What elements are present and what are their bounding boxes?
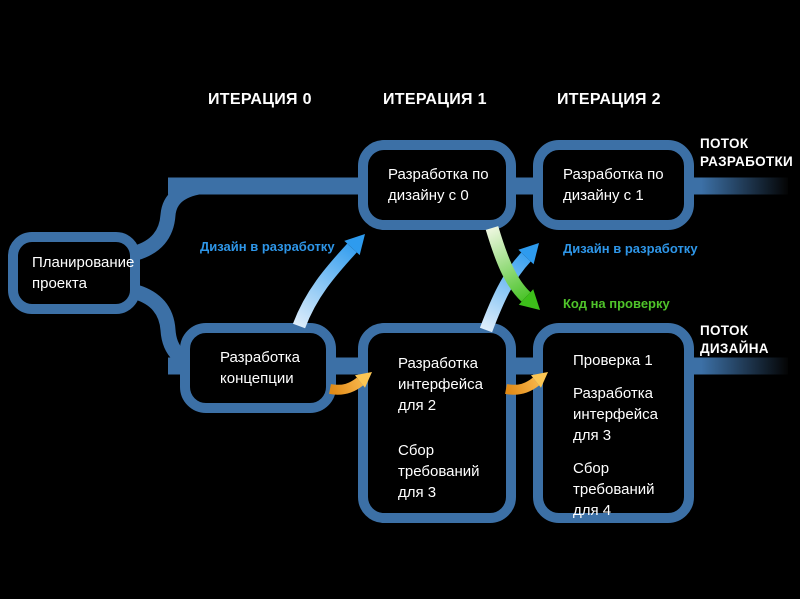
- planning-branch-upper: [133, 178, 207, 261]
- node-dev-by-design-1: Разработка по дизайну с 1: [533, 140, 694, 230]
- node-review-1: Проверка 1 Разработка интерфейса для 3 С…: [533, 323, 694, 523]
- node-dev-by-design-1-text: Разработка по дизайну с 1: [563, 166, 664, 204]
- arrow-code-to-review: [485, 226, 540, 310]
- node-requirements-4-text: Сбор требований для 4: [573, 460, 655, 519]
- header-iteration-0: ИТЕРАЦИЯ 0: [208, 91, 312, 108]
- node-review-1-text: Проверка 1: [573, 352, 653, 369]
- node-project-planning: Планирование проекта: [8, 232, 140, 314]
- node-interface-dev-2: Разработка интерфейса для 2 Сбор требова…: [358, 323, 516, 523]
- header-iteration-2: ИТЕРАЦИЯ 2: [557, 91, 661, 108]
- label-development-stream: ПОТОК РАЗРАБОТКИ: [700, 136, 793, 169]
- label-code-to-review: Код на проверку: [563, 296, 670, 311]
- header-iteration-1: ИТЕРАЦИЯ 1: [383, 91, 487, 108]
- node-dev-by-design-0-text: Разработка по дизайну с 0: [388, 166, 489, 204]
- label-design-stream: ПОТОК ДИЗАЙНА: [700, 323, 769, 356]
- label-design-to-dev-1: Дизайн в разработку: [200, 239, 335, 254]
- node-project-planning-text: Планирование проекта: [32, 254, 135, 292]
- node-concept-development: Разработка концепции: [180, 323, 336, 413]
- node-interface-dev-2-text: Разработка интерфейса для 2: [398, 355, 483, 414]
- node-interface-dev-3-text: Разработка интерфейса для 3: [573, 385, 658, 444]
- arrow-design-to-dev-2: [479, 243, 539, 333]
- label-design-to-dev-2: Дизайн в разработку: [563, 241, 698, 256]
- node-concept-development-text: Разработка концепции: [220, 349, 300, 387]
- node-dev-by-design-0: Разработка по дизайну с 0: [358, 140, 516, 230]
- node-requirements-3-text: Сбор требований для 3: [398, 442, 480, 501]
